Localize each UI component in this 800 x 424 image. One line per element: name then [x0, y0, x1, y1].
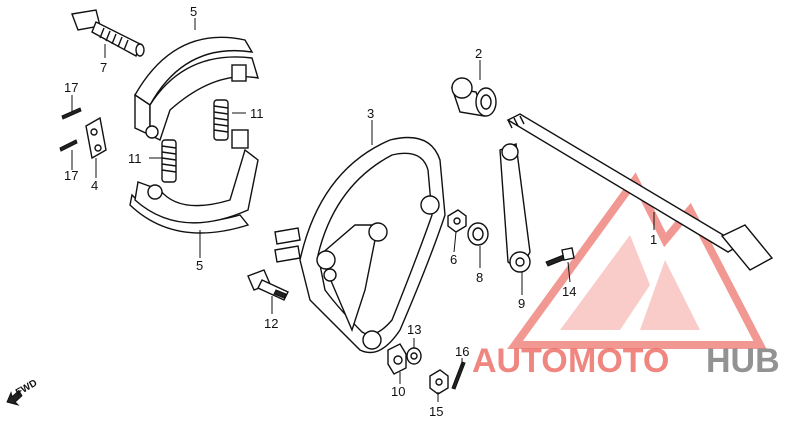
panel-bolt — [247, 269, 289, 301]
label-12: 12 — [264, 316, 278, 331]
spring-washer-8 — [467, 222, 489, 246]
label-16: 16 — [455, 344, 469, 359]
label-14: 14 — [562, 284, 576, 299]
cam-bushing — [450, 77, 497, 117]
axle-shaft — [506, 113, 774, 271]
label-8: 8 — [476, 270, 483, 285]
cotter-pin-lower — [59, 139, 78, 152]
leader-lines — [71, 18, 655, 402]
label-15: 15 — [429, 404, 443, 419]
washer-13 — [406, 347, 422, 365]
watermark-moto: MOTO — [568, 342, 669, 380]
label-9: 9 — [518, 296, 525, 311]
watermark-hub: HUB — [706, 342, 780, 380]
retainer-plate — [85, 116, 107, 160]
label-13: 13 — [407, 322, 421, 337]
watermark-auto: AUTO — [472, 342, 568, 380]
fwd-label: FWD — [14, 378, 39, 399]
label-4: 4 — [91, 178, 98, 193]
brake-spring-lower — [161, 139, 177, 183]
watermark-logo — [507, 172, 767, 349]
label-1: 1 — [650, 232, 657, 247]
brake-shoe-upper — [134, 36, 260, 141]
label-10: 10 — [391, 384, 405, 399]
brake-shoe-lower — [129, 129, 259, 234]
label-11-lower: 11 — [128, 151, 142, 166]
brake-spring-upper — [213, 99, 229, 141]
cotter-pin-16 — [451, 361, 466, 390]
label-6: 6 — [450, 252, 457, 267]
cotter-pin-upper — [61, 107, 82, 120]
label-2: 2 — [475, 46, 482, 61]
label-5-upper: 5 — [190, 4, 197, 19]
brake-cam-part — [71, 9, 145, 58]
nut-15 — [429, 369, 449, 395]
label-5-lower: 5 — [196, 258, 203, 273]
label-7: 7 — [100, 60, 107, 75]
washer-6 — [447, 209, 467, 233]
brake-panel — [274, 136, 446, 354]
brake-arm — [499, 143, 531, 273]
label-17-upper: 17 — [64, 80, 78, 95]
label-3: 3 — [367, 106, 374, 121]
label-11-upper: 11 — [250, 106, 264, 121]
arm-bolt — [545, 247, 575, 267]
nut-10 — [387, 343, 407, 375]
forward-arrow-icon: FWD — [6, 378, 39, 406]
watermark-text: AUTO MOTO HUB — [472, 342, 780, 380]
label-17-lower: 17 — [64, 168, 78, 183]
